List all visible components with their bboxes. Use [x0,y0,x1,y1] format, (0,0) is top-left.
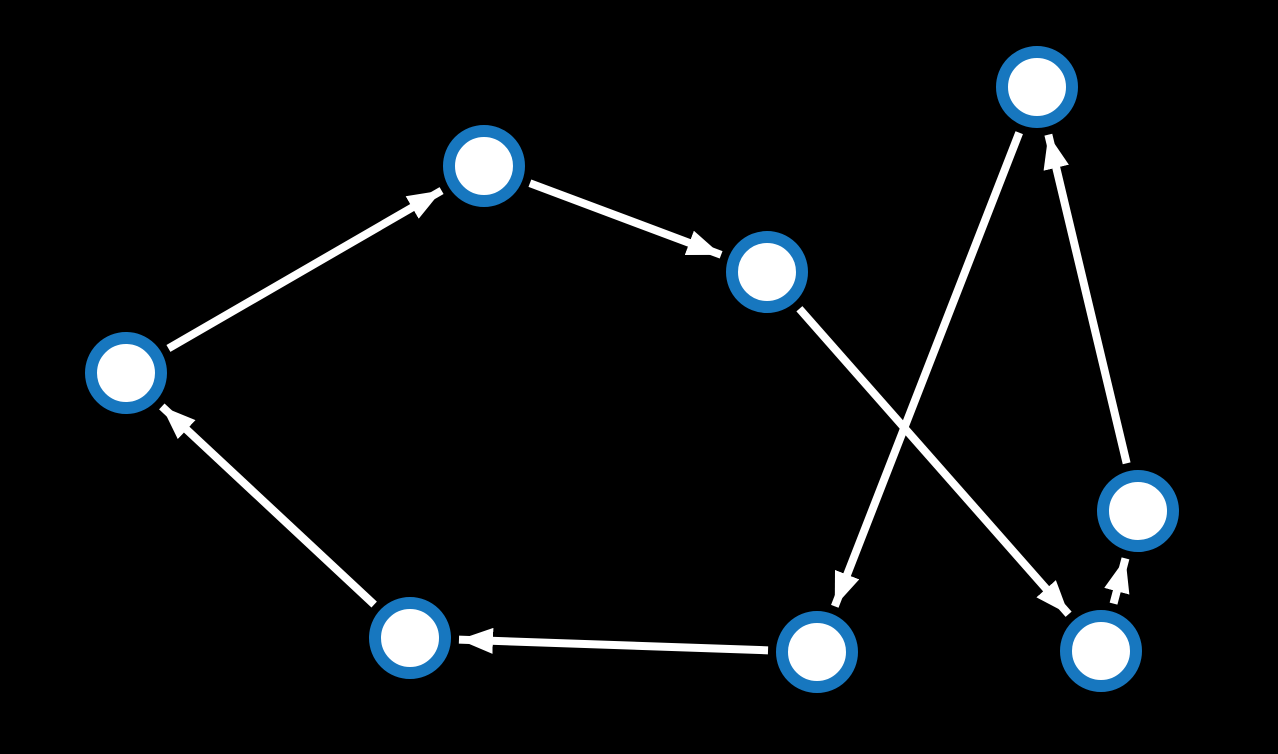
graph-node-upper-mid [443,125,525,207]
graph-edge-upper-mid-to-mid-right [528,179,723,259]
graph-node-bottom-mid [776,611,858,693]
graph-node-top-right [996,46,1078,128]
graph-node-bottom-right [1060,610,1142,692]
graph-edge-top-right-to-bottom-mid [831,131,1023,608]
graph-node-right [1097,470,1179,552]
graph-edge-mid-right-to-bottom-right [796,306,1072,617]
graph-edge-bottom-left-to-left [159,403,377,608]
graph-edge-bottom-mid-to-bottom-left [458,627,769,655]
graph-node-bottom-left [369,597,451,679]
graph-edge-bottom-right-to-right [1104,557,1130,605]
graph-node-mid-right [726,231,808,313]
graph-node-left [85,332,167,414]
graph-edge-right-to-top-right [1043,133,1131,465]
graph-edge-left-to-upper-mid [166,187,444,352]
